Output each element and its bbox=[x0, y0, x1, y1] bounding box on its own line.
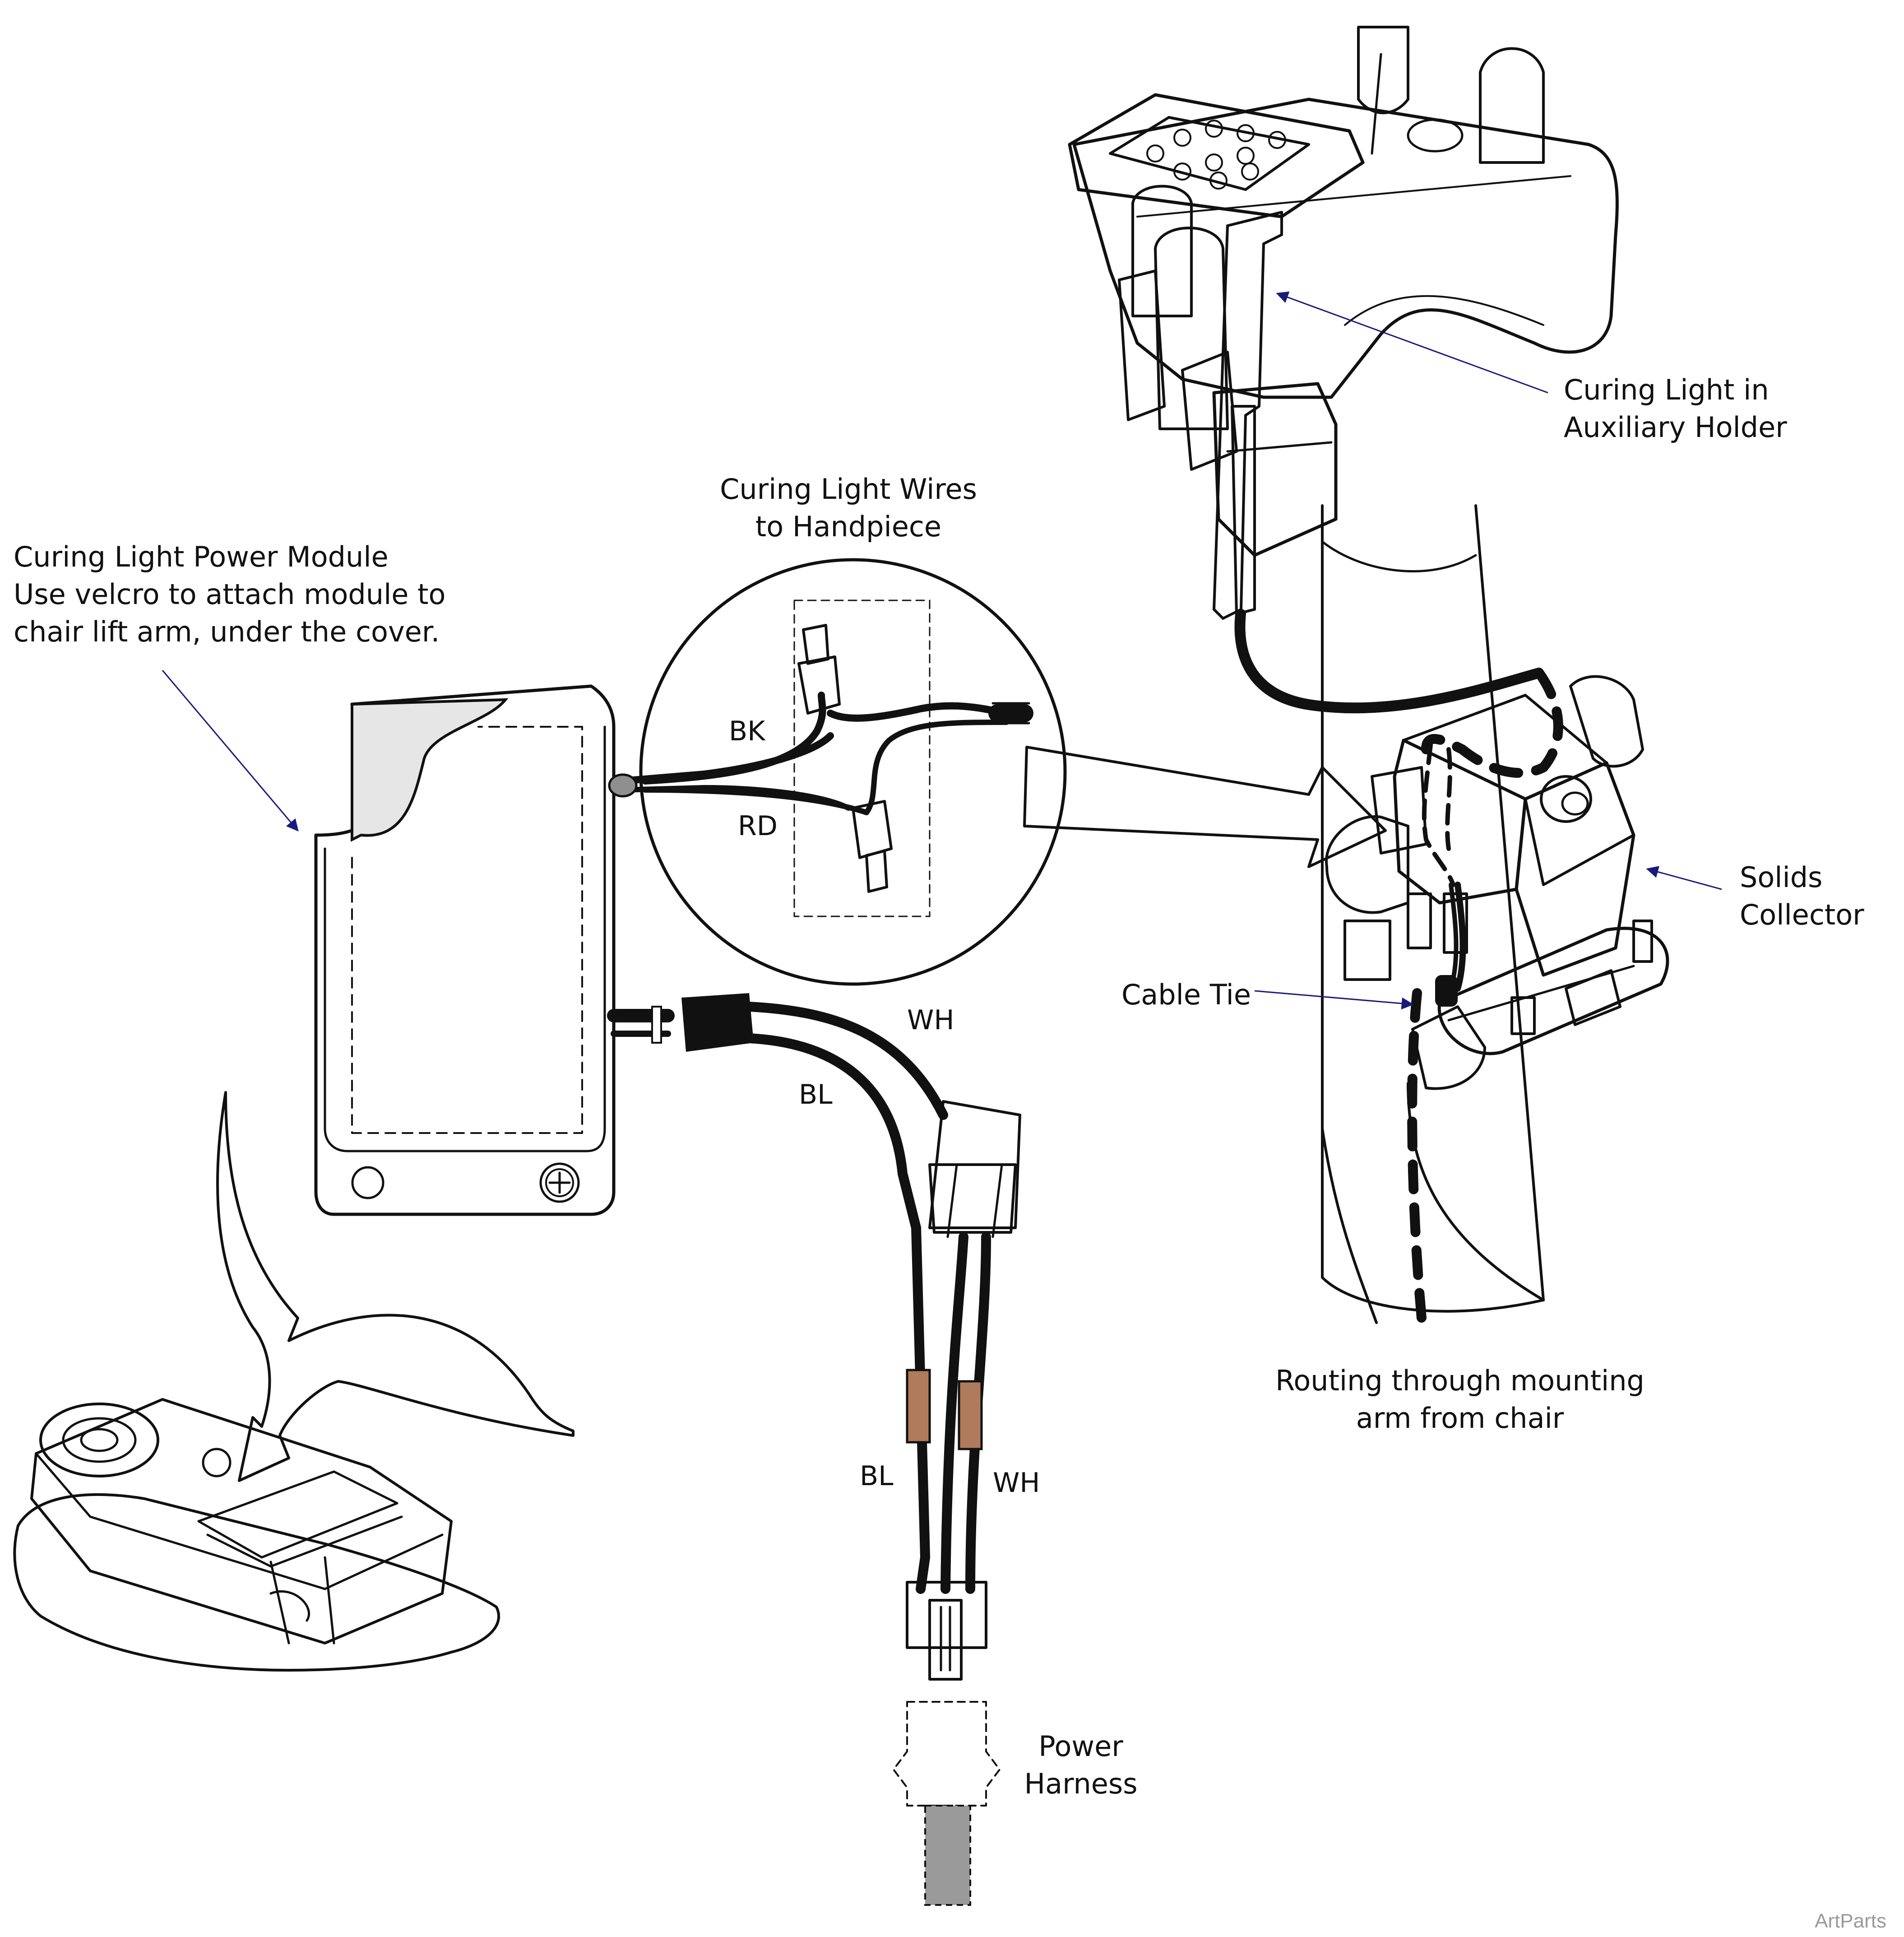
curing-light-holder-label: Curing Light in Auxiliary Holder bbox=[1564, 373, 1787, 444]
cable-tie-leader-arrow bbox=[1254, 990, 1414, 1010]
wire-tag-rd: RD bbox=[738, 810, 778, 842]
keypad-buttons bbox=[1146, 120, 1286, 190]
solids-collector-label-line-2: Collector bbox=[1740, 898, 1864, 931]
power-module-label-line-3: chair lift arm, under the cover. bbox=[14, 615, 440, 648]
wires-to-handpiece-label-line-1: Curing Light Wires bbox=[720, 473, 977, 506]
power-module-label: Curing Light Power Module Use velcro to … bbox=[14, 540, 445, 648]
solids-collector-label-line-1: Solids bbox=[1740, 861, 1822, 894]
wire-tag-bl-lower: BL bbox=[860, 1460, 894, 1492]
routing-label-line-2: arm from chair bbox=[1356, 1402, 1564, 1435]
solids-collector-leader-arrow bbox=[1646, 866, 1722, 890]
zoom-callout-arrow bbox=[1023, 746, 1387, 868]
wire-tag-wh-upper: WH bbox=[907, 1004, 954, 1036]
delivery-unit-illustration bbox=[1068, 26, 1619, 1324]
solids-collector bbox=[1325, 675, 1669, 1090]
upper-connector bbox=[928, 1100, 1021, 1238]
routing-label-line-1: Routing through mounting bbox=[1275, 1364, 1645, 1397]
dashed-cable-route bbox=[1407, 668, 1563, 1323]
curing-light-holder-label-line-1: Curing Light in bbox=[1564, 373, 1769, 406]
routing-label: Routing through mounting arm from chair bbox=[1275, 1364, 1645, 1435]
curing-light-holder-label-line-2: Auxiliary Holder bbox=[1564, 411, 1787, 444]
cable-tie-label: Cable Tie bbox=[1121, 978, 1251, 1011]
cable-tie bbox=[1435, 975, 1458, 1007]
power-harness-label: Power Harness bbox=[1024, 1730, 1137, 1800]
chair-base-illustration bbox=[13, 1398, 500, 1672]
power-module bbox=[314, 684, 616, 1216]
zoom-detail-circle bbox=[639, 558, 1067, 986]
power-module-label-line-1: Curing Light Power Module bbox=[14, 540, 389, 573]
wire-tag-wh-lower: WH bbox=[993, 1467, 1040, 1499]
power-harness-label-line-1: Power bbox=[1038, 1730, 1123, 1763]
wire-tag-bk: BK bbox=[729, 715, 766, 747]
wires-to-handpiece-label: Curing Light Wires to Handpiece bbox=[720, 473, 977, 543]
power-harness-connector bbox=[893, 1701, 1001, 1906]
power-module-leader-arrow bbox=[162, 670, 299, 832]
wires-to-handpiece-label-line-2: to Handpiece bbox=[755, 510, 941, 543]
solids-collector-label: Solids Collector bbox=[1740, 861, 1864, 931]
artparts-credit: ArtParts bbox=[1815, 1910, 1886, 1932]
install-location-arrow bbox=[216, 1091, 574, 1482]
curing-light-holder-leader-arrow bbox=[1276, 291, 1548, 394]
lower-connector bbox=[906, 1581, 987, 1681]
curing-light-cable bbox=[1235, 609, 1544, 713]
power-harness-label-line-2: Harness bbox=[1024, 1767, 1137, 1800]
power-module-label-line-2: Use velcro to attach module to bbox=[14, 578, 445, 611]
wire-tag-bl-upper: BL bbox=[799, 1079, 833, 1110]
